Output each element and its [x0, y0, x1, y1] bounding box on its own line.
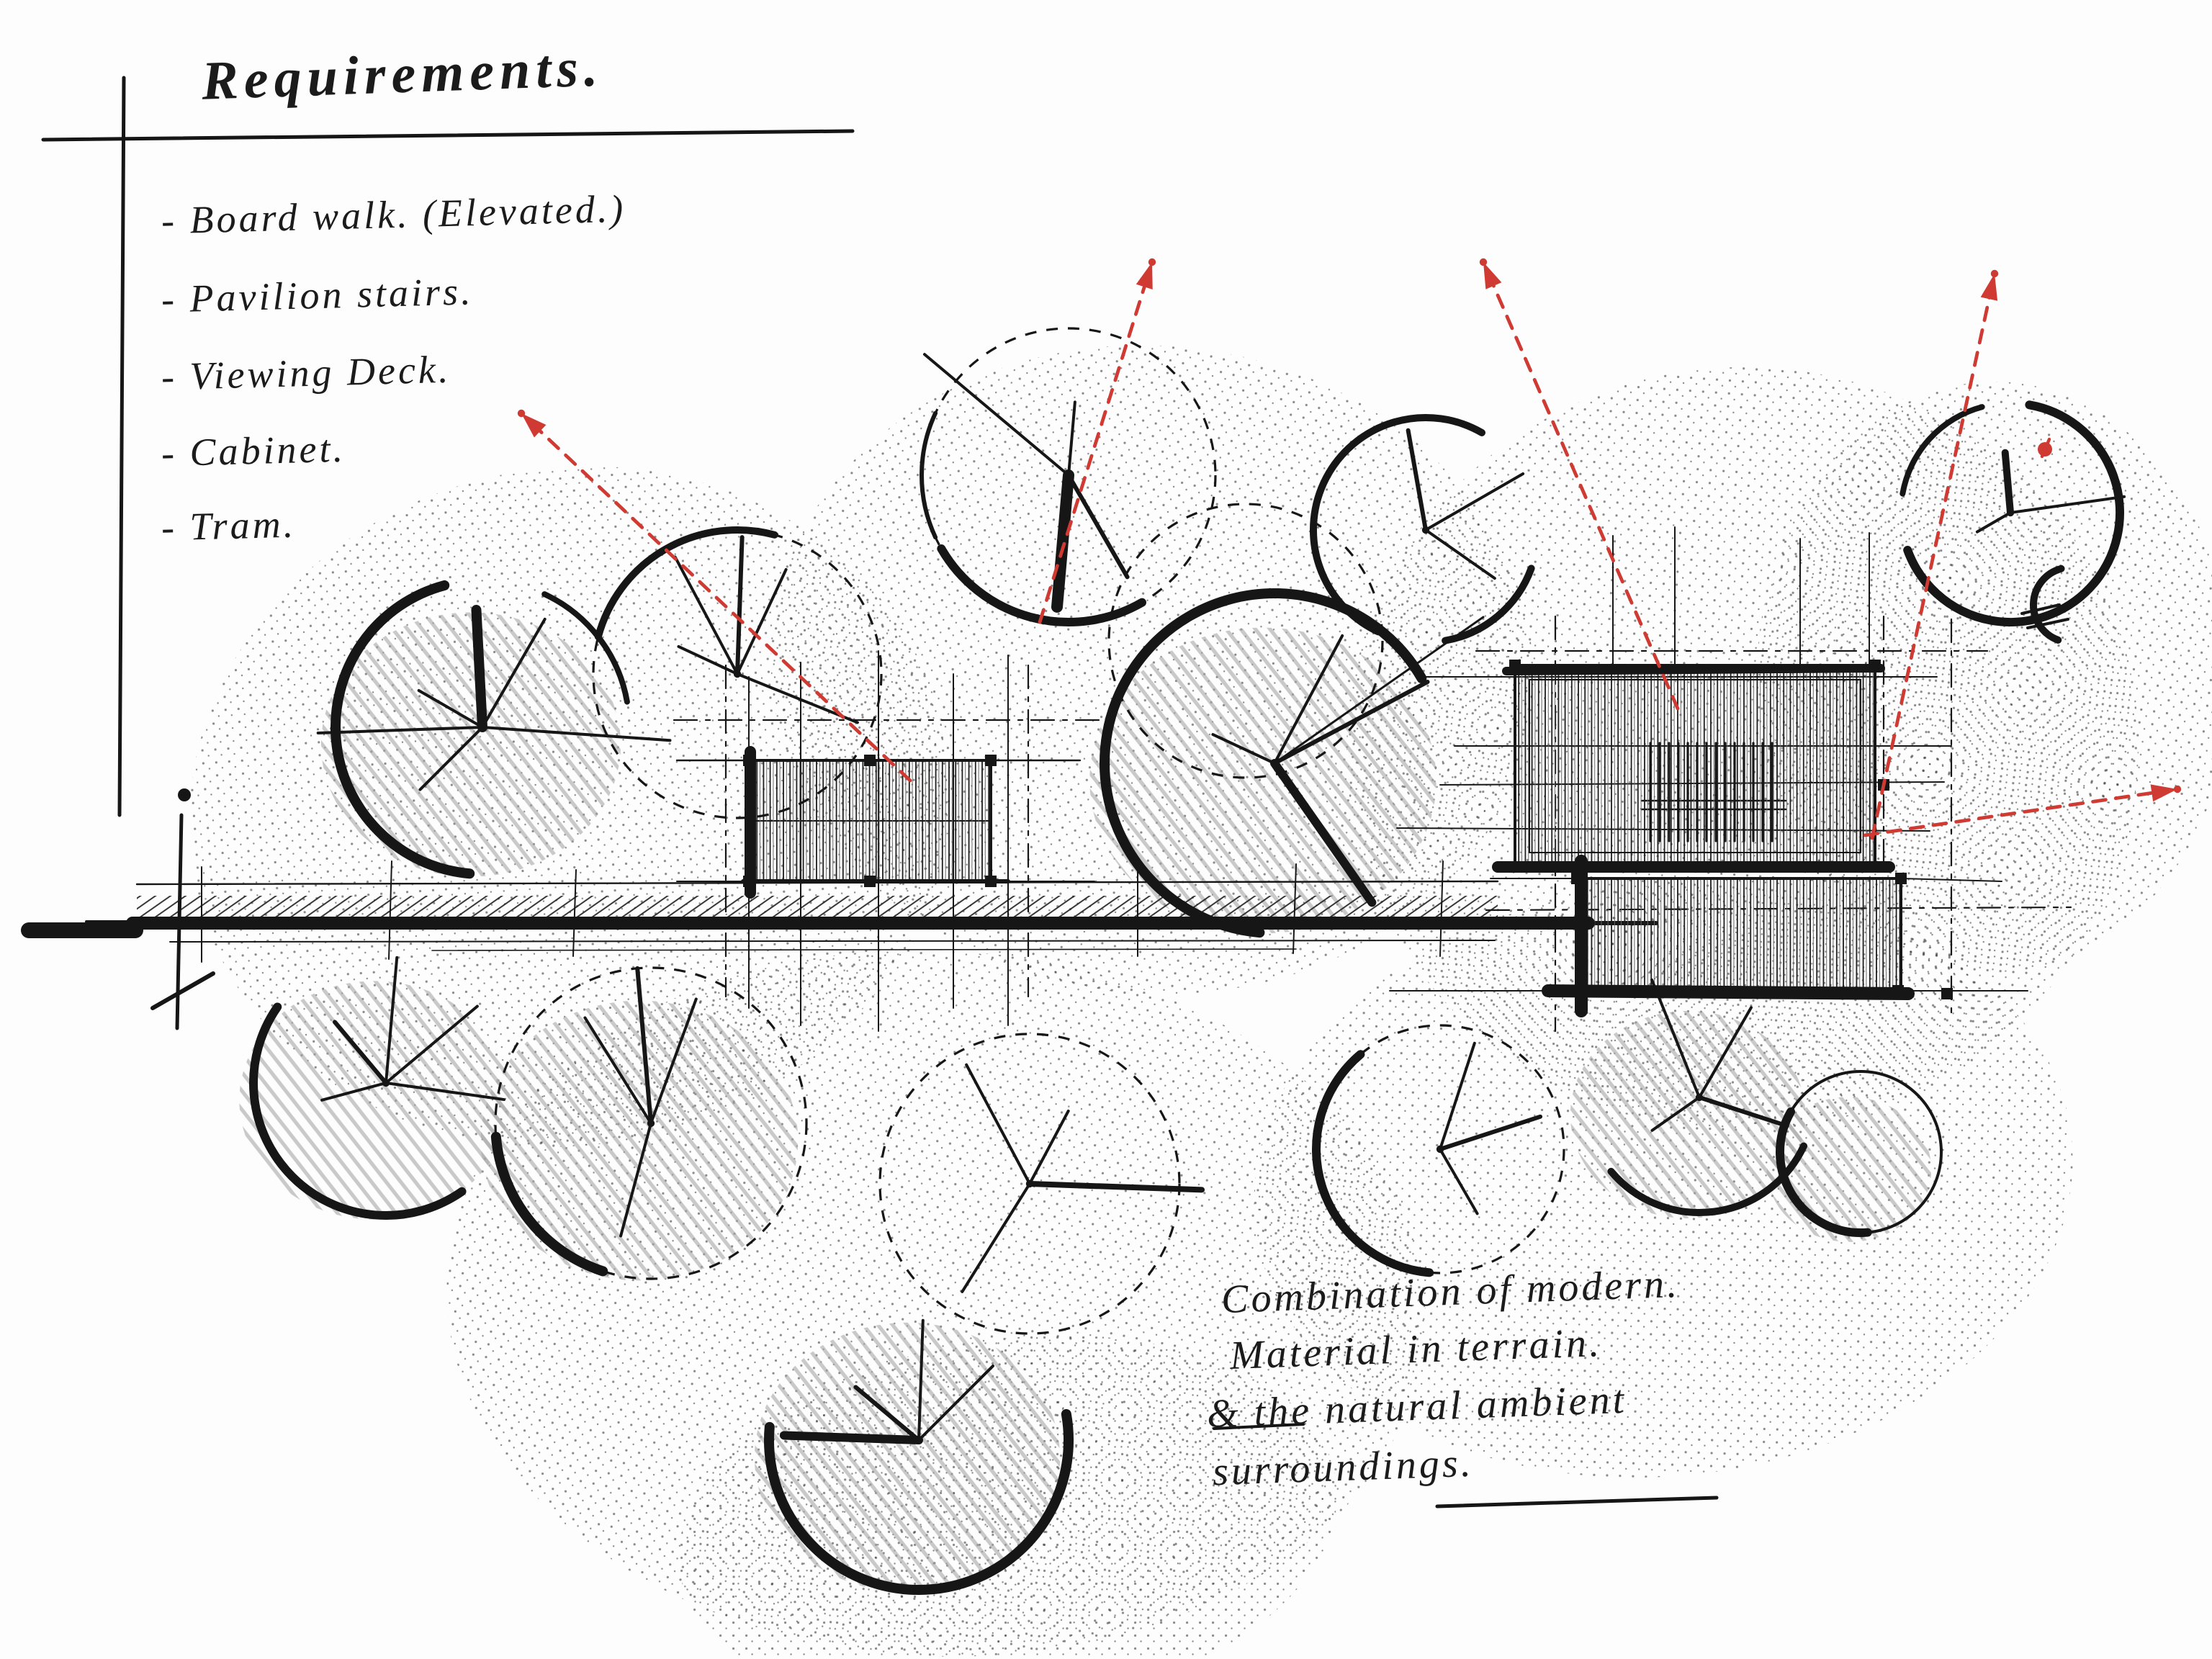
tree-symbol: [1310, 414, 1535, 644]
tree-symbol: [316, 580, 672, 879]
boardwalk-heavy-line-layer: [21, 917, 1595, 938]
requirement-item-stairs: - Pavilion stairs.: [161, 269, 475, 321]
tree-shadow: [754, 1322, 1061, 1593]
tree-symbol-layer: [249, 327, 2126, 1595]
red-annotation-arrow: [517, 409, 912, 783]
tree-shadow: [480, 1000, 799, 1281]
requirement-item-viewing-deck: - Viewing Deck.: [161, 347, 452, 399]
building-plan: [1389, 526, 2072, 1033]
tree-shadow-layer: [239, 612, 1932, 1593]
tree-symbol: [764, 1318, 1074, 1595]
tree-symbol: [1312, 1024, 1565, 1277]
tree-symbol: [1899, 400, 2126, 626]
red-annotation-layer: [517, 258, 2182, 840]
tree-shadow: [1766, 1097, 1932, 1242]
red-annotation-arrow: [1870, 269, 1999, 840]
red-annotation-arrow: [1863, 784, 2182, 837]
tree-symbol: [1776, 1070, 1943, 1237]
boardwalk-hatch-band: [137, 896, 1498, 919]
tree-shadow: [1089, 627, 1437, 934]
requirement-item-cabinet: - Cabinet.: [161, 426, 346, 475]
tree-symbol: [1607, 978, 1807, 1216]
tree-symbol: [1107, 503, 1384, 779]
tree-symbol: [249, 956, 505, 1220]
caption-line-4: surroundings.: [1211, 1441, 1475, 1496]
tree-symbol: [490, 966, 808, 1280]
tree-shadow: [1570, 1011, 1806, 1218]
frame-lines-layer: [41, 76, 2069, 1509]
tree-shadow: [320, 612, 621, 877]
red-annotation-arrow: [1479, 258, 1680, 711]
boardwalk-end-dot: [178, 788, 191, 801]
red-annotation-arrow: [1038, 258, 1156, 624]
requirement-item-tram: - Tram.: [161, 502, 297, 549]
tree-symbol: [592, 526, 883, 819]
tree-symbol: [2030, 565, 2065, 644]
boardwalk-layer: [85, 650, 1658, 1032]
building-plan: [673, 664, 1110, 998]
tree-symbol: [878, 1033, 1205, 1335]
tree-shadow: [239, 981, 510, 1220]
building-plan-layer: [673, 526, 2072, 1033]
